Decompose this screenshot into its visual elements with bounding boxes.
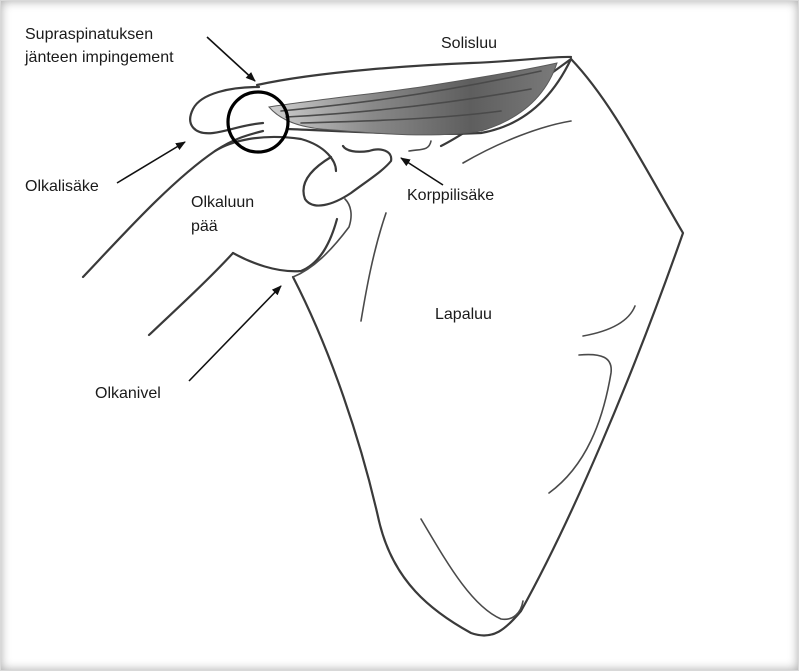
label-supraspinatus-line1: Supraspinatuksen (25, 26, 153, 43)
glenoid-rim (293, 199, 351, 277)
arrow-korppilisake (401, 158, 443, 185)
label-olkanivel: Olkanivel (95, 385, 161, 402)
label-supraspinatus-line2: jänteen impingement (24, 49, 174, 66)
label-korppilisake: Korppilisäke (407, 187, 494, 204)
scapula-inner-curve-bottom (421, 519, 523, 619)
coracoid-base (409, 141, 431, 151)
arrow-olkanivel (189, 286, 281, 381)
scapula-inner-curve-left (361, 213, 386, 321)
scapula-inner-curve-right-mid (549, 355, 611, 493)
supraspinatus-muscle (269, 63, 557, 135)
coracoid-outline (303, 146, 391, 206)
label-olkalisake: Olkalisäke (25, 178, 99, 195)
arrow-olkalisake (117, 142, 185, 183)
impingement-highlight-circle (228, 92, 288, 152)
scapula-inner-curve-right-top (583, 306, 635, 336)
humerus-shaft (149, 253, 233, 335)
humerus-head-lower (233, 219, 337, 271)
label-lapaluu: Lapaluu (435, 306, 492, 323)
label-olkaluun-line1: Olkaluun (191, 194, 254, 211)
arrow-supraspinatus (207, 37, 255, 81)
scapula-outline (293, 59, 683, 636)
label-solisluu: Solisluu (441, 35, 497, 52)
label-olkaluun-line2: pää (191, 218, 218, 235)
